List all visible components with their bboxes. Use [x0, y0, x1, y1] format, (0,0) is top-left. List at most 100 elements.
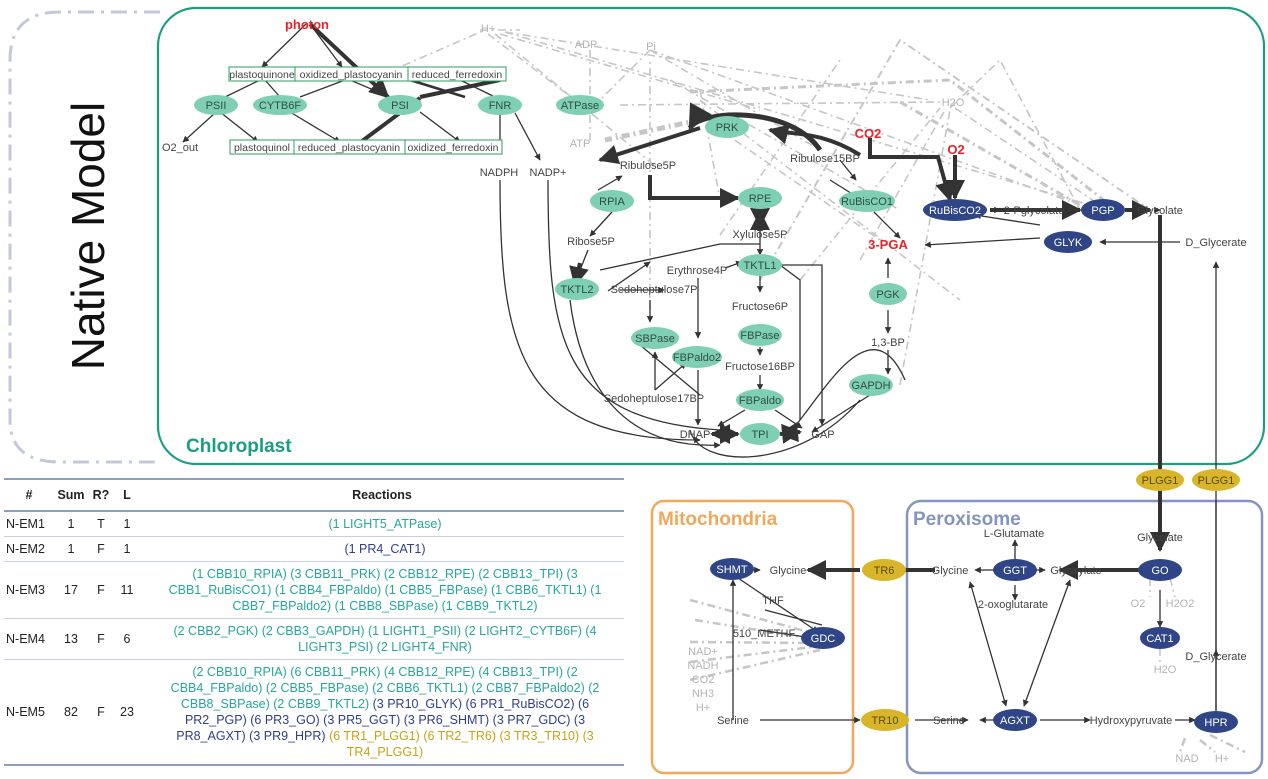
glyk-node: GLYK — [1054, 237, 1083, 249]
reactions-cell: (1 PR4_CAT1) — [140, 536, 624, 562]
rpe-node: RPE — [749, 193, 772, 205]
reaction-group-teal: (2 CBB2_PGK) (2 CBB3_GAPDH) (1 LIGHT1_PS… — [173, 624, 597, 654]
d-glycerate-chloro-node: D_Glycerate — [1185, 237, 1246, 249]
ggt-node: GGT — [1003, 565, 1027, 577]
reduced-plastocyanin-node: reduced_plastocyanin — [298, 142, 400, 154]
reactions-cell: (2 CBB10_RPIA) (6 CBB11_PRK) (4 CBB12_RP… — [140, 659, 624, 766]
glyoxylate-node: Glyoxylate — [1050, 565, 1101, 577]
ribulose5p-node: Ribulose5P — [620, 160, 676, 172]
psii-node: PSII — [206, 100, 227, 112]
length-cell: 6 — [114, 618, 140, 660]
tktl1-node: TKTL1 — [743, 260, 776, 272]
sbpase-node: SBPase — [635, 333, 675, 345]
prk-node: PRK — [716, 122, 739, 134]
sum-cell: 1 — [54, 536, 88, 562]
perox-d-glycerate-node: D_Glycerate — [1185, 651, 1246, 663]
col-header-reversible: R? — [88, 478, 114, 512]
rubisco2-node: RuBisCO2 — [929, 205, 981, 217]
reversible-cell: F — [88, 561, 114, 619]
reversible-cell: T — [88, 511, 114, 537]
tktl2-node: TKTL2 — [560, 284, 593, 296]
length-cell: 1 — [114, 511, 140, 537]
mito-nad-node: NAD+ — [688, 646, 718, 658]
mito-nh3-node: NH3 — [692, 688, 714, 700]
co2-label: CO2 — [855, 126, 882, 141]
perox-nad-node: NAD — [1175, 753, 1198, 765]
pi-node: Pi — [646, 41, 656, 53]
perox-h2o2-node: H2O2 — [1166, 598, 1195, 610]
col-header-sum: Sum — [54, 478, 88, 512]
thf-node: THF — [762, 595, 784, 607]
reversible-cell: F — [88, 536, 114, 562]
reactions-cell: (1 CBB10_RPIA) (3 CBB11_PRK) (2 CBB12_RP… — [140, 561, 624, 619]
chloroplast-label: Chloroplast — [186, 436, 292, 457]
xylulose5p-node: Xylulose5P — [732, 229, 787, 241]
pga3-label: 3-PGA — [868, 237, 908, 252]
id-cell: N-EM1 — [4, 511, 54, 537]
mito-nadh-node: NADH — [687, 660, 718, 672]
reactions-cell: (2 CBB2_PGK) (2 CBB3_GAPDH) (1 LIGHT1_PS… — [140, 618, 624, 660]
l-glutamate-node: L-Glutamate — [984, 528, 1045, 540]
mito-h-node: H+ — [696, 702, 710, 714]
reaction-group-navy: (3 PR10_GLYK) (6 PR1_RuBisCO2) (6 PR2_PG… — [176, 697, 590, 743]
sum-cell: 82 — [54, 659, 88, 766]
sum-cell: 13 — [54, 618, 88, 660]
perox-o2-node: O2 — [1131, 598, 1146, 610]
nadph-node: NADPH — [480, 167, 519, 179]
prk-loop-edge — [687, 102, 823, 152]
perox-serine-node: Serine — [933, 715, 965, 727]
table-header-row: # Sum R? L Reactions — [4, 478, 624, 512]
h2o-node: H2O — [942, 97, 965, 109]
mito-serine-node: Serine — [717, 715, 749, 727]
gapdh-node: GAPDH — [851, 380, 890, 392]
plastoquinone-node: plastoquinone — [229, 69, 295, 81]
gap-node: GAP — [811, 429, 834, 441]
reversible-cell: F — [88, 618, 114, 660]
cytb6f-node: CYTB6F — [259, 100, 301, 112]
perox-glycine-node: Glycine — [932, 565, 969, 577]
nadp-node: NADP+ — [530, 167, 567, 179]
length-cell: 11 — [114, 561, 140, 619]
psi-node: PSI — [391, 100, 409, 112]
atp-node: ATP — [570, 138, 591, 150]
ribulose15bp-node: Ribulose15BP — [790, 153, 860, 165]
oxoglutarate-node: 2-oxoglutarate — [978, 599, 1048, 611]
reaction-group-teal: (1 LIGHT5_ATPase) — [328, 517, 442, 531]
plgg1-b-node: PLGG1 — [1198, 475, 1235, 487]
id-cell: N-EM4 — [4, 618, 54, 660]
fnr-node: FNR — [489, 100, 512, 112]
o2-out-node: O2_out — [162, 142, 198, 154]
reversible-cell: F — [88, 659, 114, 766]
pglycolate2-node: 2-Pglycolate — [1004, 205, 1065, 217]
col-header-reactions: Reactions — [140, 478, 624, 512]
oxidized-ferredoxin-node: oxidized_ferredoxin — [407, 142, 498, 154]
hydroxypyruvate-node: Hydroxypyruvate — [1090, 715, 1173, 727]
rpia-node: RPIA — [599, 196, 625, 208]
calvin-enzyme-nodes: PRK RPIA RPE RuBisCO1 TKTL1 TKTL2 SBPase… — [555, 116, 907, 445]
peroxisome-compartment — [905, 499, 1264, 775]
reaction-group-gold: (6 TR1_PLGG1) (6 TR2_TR6) (3 TR3_TR10) (… — [325, 729, 594, 759]
length-cell: 23 — [114, 659, 140, 766]
pgp-node: PGP — [1091, 205, 1114, 217]
perox-glycolate-node: Glycolate — [1137, 532, 1183, 544]
go-node: GO — [1151, 565, 1169, 577]
sum-cell: 17 — [54, 561, 88, 619]
tr6-node: TR6 — [874, 565, 895, 577]
transporter-nodes: PLGG1 PLGG1 TR6 TR10 — [861, 469, 1240, 731]
h-plus-node: H+ — [481, 23, 495, 35]
perox-h2o-node: H2O — [1154, 664, 1177, 676]
tpi-node: TPI — [751, 429, 768, 441]
peroxisome-label: Peroxisome — [913, 509, 1021, 530]
reaction-group-navy: (1 PR4_CAT1) — [344, 542, 426, 556]
reaction-group-teal: (1 CBB10_RPIA) (3 CBB11_PRK) (2 CBB12_RP… — [168, 567, 602, 613]
photoresp-enzyme-nodes: RuBisCO2 PGP GLYK SHMT GDC GGT GO CAT1 A… — [710, 199, 1238, 733]
sedoheptulose17bp-node: Sedoheptulose17BP — [604, 393, 704, 405]
rubisco1-node: RuBisCO1 — [841, 196, 893, 208]
boxed-metabolites: plastoquinone oxidized_plastocyanin redu… — [228, 66, 507, 155]
methf-node: 510_METHF — [733, 628, 796, 640]
